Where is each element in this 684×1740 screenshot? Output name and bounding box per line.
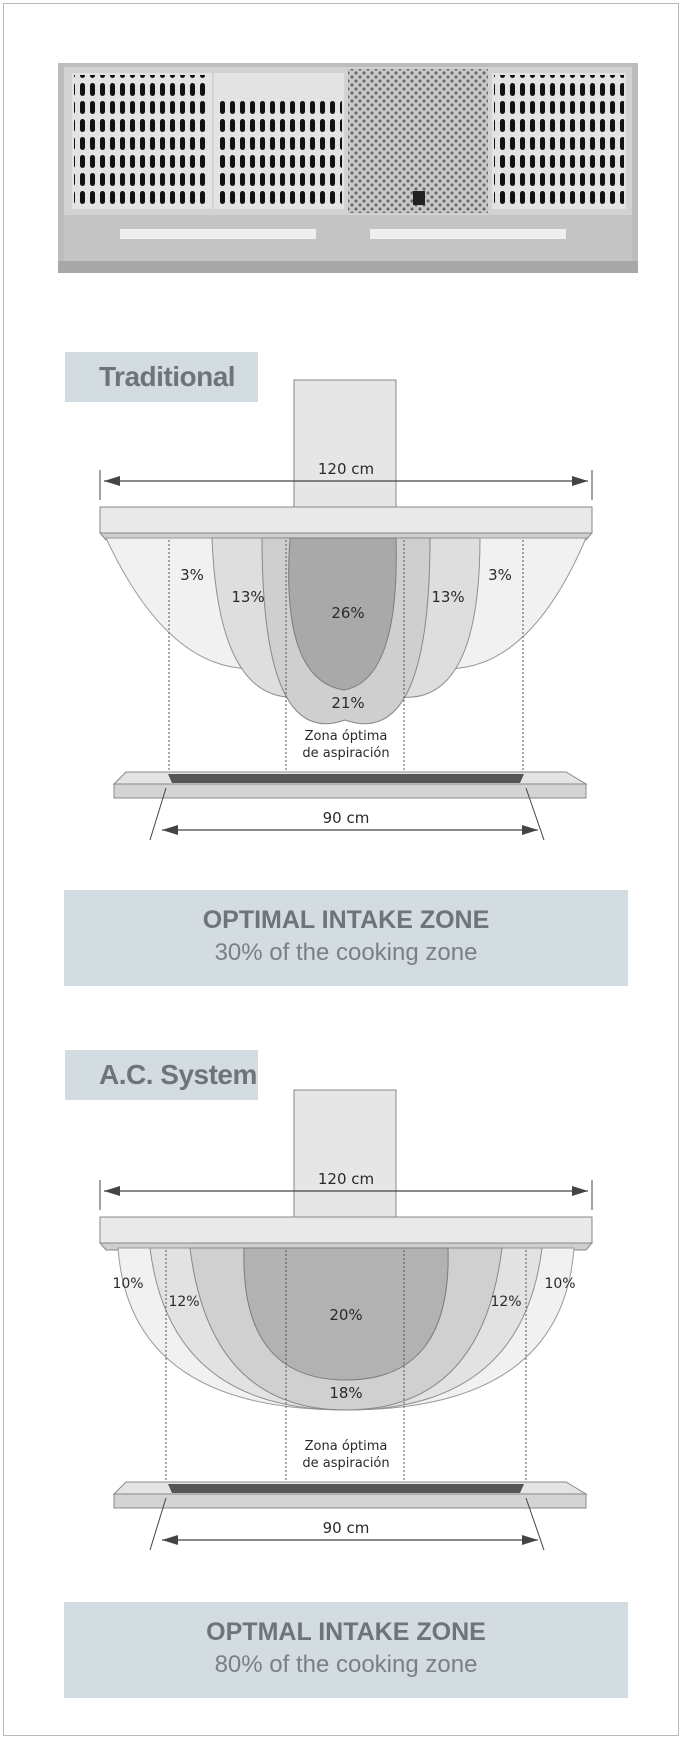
banner-title: OPTMAL INTAKE ZONE <box>206 1618 486 1646</box>
banner-subtitle: 80% of the cooking zone <box>214 1651 478 1678</box>
banner-ac-system: OPTMAL INTAKE ZONE 80% of the cooking zo… <box>64 1602 628 1698</box>
pct-mid-right: 13% <box>431 588 464 606</box>
zone-label-1: Zona óptima <box>305 1439 388 1454</box>
section-title-ac-system: A.C. System <box>65 1050 258 1100</box>
banner-subtitle: 30% of the cooking zone <box>214 939 478 966</box>
pct-mid-left: 12% <box>168 1294 199 1310</box>
pct-center: 20% <box>329 1306 362 1324</box>
pct-outer-left: 3% <box>180 566 204 584</box>
zone-label-2: de aspiración <box>302 746 389 761</box>
zone-label-2: de aspiración <box>302 1456 389 1471</box>
pct-bottom: 18% <box>329 1384 362 1402</box>
pct-center: 26% <box>331 604 364 622</box>
chimney <box>293 379 397 517</box>
banner-title: OPTIMAL INTAKE ZONE <box>202 906 490 934</box>
hood-width-label: 120 cm <box>318 1170 374 1188</box>
cooktop-width-label: 90 cm <box>323 1519 370 1537</box>
pct-outer-right: 3% <box>488 566 512 584</box>
airflow-diagram-ac-system: 10% 12% 20% 18% 12% 10% Zona óptima de a… <box>98 1089 594 1550</box>
section-title-traditional: Traditional <box>65 352 258 402</box>
pct-outer-right: 10% <box>544 1276 575 1292</box>
pct-outer-left: 10% <box>112 1276 143 1292</box>
banner-traditional: OPTIMAL INTAKE ZONE 30% of the cooking z… <box>64 890 628 986</box>
chimney <box>293 1089 397 1227</box>
pct-mid-left: 13% <box>231 588 264 606</box>
airflow-diagram-traditional: 3% 13% 26% 21% 13% 3% Zona óptima de asp… <box>98 379 594 840</box>
range-hood-image <box>58 63 638 273</box>
page-frame <box>3 3 679 1736</box>
cooktop-width-label: 90 cm <box>323 809 370 827</box>
hood-width-label: 120 cm <box>318 460 374 478</box>
pct-bottom: 21% <box>331 694 364 712</box>
pct-mid-right: 12% <box>490 1294 521 1310</box>
zone-label-1: Zona óptima <box>305 729 388 744</box>
